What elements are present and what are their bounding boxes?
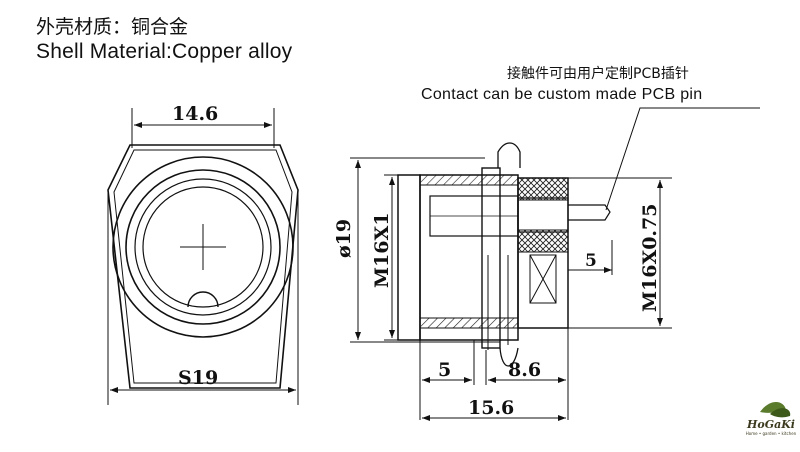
bottom-lug [499,347,519,367]
side-view [350,107,760,421]
dim-label-bottom-b: 8.6 [508,359,541,381]
material-title-cn: 外壳材质：铜合金 [36,16,189,38]
body-thread-left [397,174,421,341]
hex-nut-inner [113,149,293,384]
note-leader [605,107,760,211]
key-notch [187,291,219,308]
dim-label-bottom-a: 5 [438,359,451,381]
hatch-bottom [419,317,519,329]
dim-label-thread-right: M16X0.75 [639,204,661,313]
rear-crosshatch-top [517,177,569,201]
dim-label-small: 5 [585,251,597,271]
brand-logo-tagline: Home • garden • kitchen [745,431,797,436]
socket-face [142,186,264,308]
inner-ring [134,178,272,316]
brand-logo-name: HoGaKi [747,418,795,431]
dim-label-width: 14.6 [172,103,218,125]
dim-label-diameter: ø19 [333,219,355,258]
contact-note-cn: 接触件可由用户定制PCB插针 [507,66,689,82]
body-main [419,174,519,341]
contact-note-en: Contact can be custom made PCB pin [421,86,703,103]
front-view [107,108,299,405]
outer-ring [112,156,294,338]
dim-label-total: 15.6 [468,397,514,419]
contact-pin [517,197,569,233]
top-lug [497,142,521,168]
hatch-top [419,174,519,186]
brand-logo: HoGaKi Home • garden • kitchen [742,398,800,448]
material-title-en: Shell Material:Copper alloy [36,40,293,63]
pcb-pin-tail [568,204,611,221]
rear-crosshatch-mid [517,229,569,253]
middle-ring [125,169,281,325]
flange [481,167,501,349]
brand-logo-leaf [760,402,791,418]
dim-label-thread-left: M16X1 [371,213,393,288]
dim-label-hex: S19 [178,367,218,389]
